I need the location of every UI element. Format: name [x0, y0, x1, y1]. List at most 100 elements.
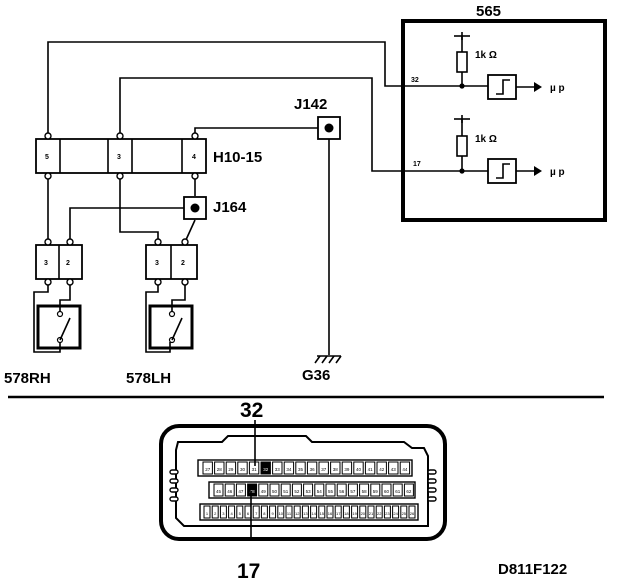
- plug-pin-label: 33: [275, 467, 281, 472]
- resistor-label-upper: 1k Ω: [475, 50, 497, 61]
- plug-pin-label: 3: [222, 511, 225, 516]
- plug-pin-16: [326, 505, 334, 519]
- plug-pin-label: 42: [379, 467, 385, 472]
- plug-pin-19: [351, 505, 359, 519]
- plug-pin-label: 60: [384, 489, 390, 494]
- output-arrow-upper: [534, 82, 542, 92]
- plug-pin-62: [403, 483, 414, 497]
- plug-pin-60: [381, 483, 392, 497]
- plug-pin-55: [325, 483, 336, 497]
- drawing-code: D811F122: [498, 561, 567, 578]
- plug-pin-label: 58: [362, 489, 368, 494]
- plug-pin-label: 21: [369, 511, 374, 516]
- plug-pin-15: [318, 505, 326, 519]
- plug-pin-50: [269, 483, 280, 497]
- rh-pin-2: 2: [66, 260, 70, 267]
- plug-pin-label: 6: [247, 511, 250, 516]
- plug-pin-13: [301, 505, 309, 519]
- plug-pin-10: [277, 505, 285, 519]
- callout-17: 17: [237, 560, 260, 583]
- plug-pin-24: [392, 505, 400, 519]
- plug-pin-label: 19: [352, 511, 357, 516]
- plug-pin-label: 10: [279, 511, 284, 516]
- plug-pin-42: [376, 461, 387, 475]
- plug-pin-25: [400, 505, 408, 519]
- plug-pin-label: 50: [272, 489, 278, 494]
- junction-j164: J164: [183, 196, 247, 220]
- plug-pin-56: [336, 483, 347, 497]
- connector-label: H10-15: [213, 149, 262, 166]
- plug-pin-label: 61: [395, 489, 401, 494]
- plug-pin-label: 24: [393, 511, 398, 516]
- plug-pin-label: 4: [230, 511, 233, 516]
- plug-pin-label: 8: [263, 511, 266, 516]
- output-arrow-lower: [534, 166, 542, 176]
- plug-pin-label: 62: [406, 489, 412, 494]
- plug-pin-43: [388, 461, 399, 475]
- resistor-label-lower: 1k Ω: [475, 134, 497, 145]
- plug-pin-47: [235, 483, 246, 497]
- plug-pin-32: [260, 461, 271, 475]
- plug-pin-label: 7: [255, 511, 258, 516]
- plug-pin-46: [224, 483, 235, 497]
- switch-rh-label: 578RH: [4, 370, 51, 387]
- plug-pin-35: [295, 461, 306, 475]
- plug-pin-label: 45: [216, 489, 222, 494]
- ground-g36: G36: [302, 355, 342, 384]
- plug-pin-38: [330, 461, 341, 475]
- plug-pin-label: 30: [240, 467, 246, 472]
- plug-pin-27: [202, 461, 213, 475]
- h-pin-5: 5: [45, 154, 49, 161]
- ecu-channel-32: 1k Ω 32 µ p: [403, 32, 565, 100]
- plug-pin-31: [248, 461, 260, 475]
- plug-pin-label: 13: [303, 511, 308, 516]
- connector-h10-15: 5 3 4 H10-15: [35, 132, 262, 180]
- plug-pin-label: 26: [410, 511, 415, 516]
- switch-578lh: 3 2 578LH: [126, 238, 198, 387]
- callout-32: 32: [240, 399, 263, 422]
- switch-578rh: 3 2 578RH: [4, 238, 83, 387]
- plug-pin-label: 18: [344, 511, 349, 516]
- plug-pin-label: 9: [271, 511, 274, 516]
- plug-pin-label: 15: [320, 511, 325, 516]
- plug-pin-label: 49: [261, 489, 267, 494]
- plug-pin-label: 44: [402, 467, 408, 472]
- plug-pin-label: 5: [239, 511, 242, 516]
- plug-pin-label: 34: [286, 467, 292, 472]
- ecu-pin-label-32: 32: [411, 77, 419, 84]
- ecu-label: 565: [476, 3, 501, 20]
- plug-pin-22: [375, 505, 383, 519]
- plug-pin-12: [293, 505, 301, 519]
- plug-pin-14: [310, 505, 318, 519]
- plug-pin-26: [408, 505, 416, 519]
- junction-j142: J142: [294, 96, 341, 140]
- j142-label: J142: [294, 96, 327, 113]
- plug-pin-45: [213, 483, 224, 497]
- plug-pin-label: 46: [227, 489, 233, 494]
- plug-pin-label: 47: [238, 489, 244, 494]
- plug-pin-44: [399, 461, 411, 475]
- plug-pin-58: [359, 483, 370, 497]
- plug-pin-label: 51: [283, 489, 289, 494]
- plug-pin-1: [203, 505, 211, 519]
- plug-pin-20: [359, 505, 367, 519]
- plug-pin-17: [334, 505, 342, 519]
- plug-pin-7: [252, 505, 260, 519]
- plug-pin-label: 11: [287, 511, 292, 516]
- plug-pin-label: 32: [263, 467, 269, 472]
- ecu-pin-label-17: 17: [413, 161, 421, 168]
- plug-pin-57: [347, 483, 358, 497]
- comparator-lower: [487, 158, 517, 184]
- h-pin-4: 4: [192, 154, 196, 161]
- plug-pin-48: [247, 483, 258, 497]
- plug-pin-label: 52: [294, 489, 300, 494]
- plug-pin-33: [272, 461, 283, 475]
- plug-pin-61: [392, 483, 403, 497]
- plug-pin-34: [283, 461, 295, 475]
- plug-pin-label: 54: [317, 489, 323, 494]
- output-label-upper: µ p: [550, 83, 565, 94]
- plug-pin-label: 1: [206, 511, 209, 516]
- plug-pin-9: [269, 505, 277, 519]
